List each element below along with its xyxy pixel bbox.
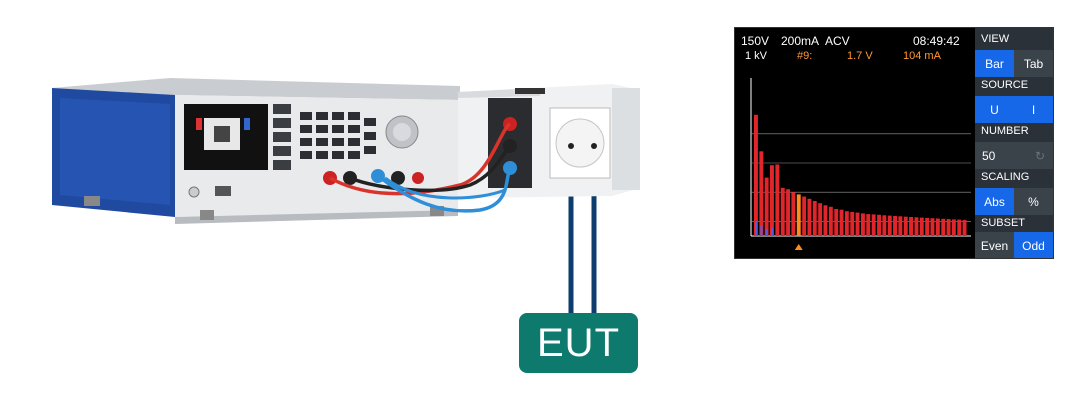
jack-black-2 xyxy=(391,171,405,185)
bar-32 xyxy=(919,217,924,236)
number-title: NUMBER xyxy=(981,125,1029,137)
harmonic-current: 104 mA xyxy=(903,50,941,62)
analyzer-display: 150V 200mA ACV 08:49:42 1 kV #9: 1.7 V 1… xyxy=(734,27,1054,259)
source-title: SOURCE xyxy=(981,79,1029,91)
rotate-icon: ↻ xyxy=(1034,148,1045,163)
bar-20 xyxy=(855,212,860,236)
bar-secondary-2 xyxy=(760,225,763,236)
bar-18 xyxy=(844,211,849,236)
bar-23 xyxy=(871,214,876,236)
cable-blue xyxy=(376,167,512,213)
bar-36 xyxy=(941,218,946,236)
eut-label: EUT xyxy=(537,320,620,365)
bar-16 xyxy=(834,209,839,236)
bar-7 xyxy=(786,189,790,236)
view-bar-button[interactable]: Bar xyxy=(975,50,1014,77)
view-select-title: VIEW SELECT xyxy=(981,33,1024,64)
scaling-title: SCALING xyxy=(981,171,1030,183)
scaling-group: Abs % xyxy=(975,188,1053,215)
harmonic-number: #9: xyxy=(797,50,813,62)
bar-17 xyxy=(839,209,844,236)
subset-odd-button[interactable]: Odd xyxy=(1014,232,1053,258)
bar-5 xyxy=(775,164,780,236)
scaling-percent-button[interactable]: % xyxy=(1014,188,1053,215)
usb-port xyxy=(215,186,231,196)
bar-10 xyxy=(802,196,807,236)
bar-secondary-4 xyxy=(771,227,774,236)
bar-14 xyxy=(823,205,828,236)
bar-26 xyxy=(887,215,892,236)
cable-blue-2 xyxy=(384,176,506,200)
bar-27 xyxy=(893,215,897,236)
harmonics-chart: 150V 200mA ACV 08:49:42 1 kV #9: 1.7 V 1… xyxy=(735,28,975,258)
bar-37 xyxy=(946,219,951,236)
harmonic-voltage: 1.7 V xyxy=(847,50,873,62)
bar-11 xyxy=(807,198,812,236)
bar-38 xyxy=(951,219,956,236)
subset-title: SUBSET xyxy=(981,217,1026,229)
bar-13 xyxy=(818,203,823,236)
side-panel: VIEW SELECT Bar Tab SOURCE U I NUMBER 50… xyxy=(975,28,1053,258)
source-group: U I xyxy=(975,96,1053,123)
bar-25 xyxy=(882,215,887,236)
bar-39 xyxy=(957,219,962,236)
bar-21 xyxy=(861,213,865,236)
view-tab-button[interactable]: Tab xyxy=(1014,50,1053,77)
bar-19 xyxy=(850,211,855,236)
bar-31 xyxy=(914,217,919,236)
bar-30 xyxy=(909,217,913,236)
bar-12 xyxy=(812,201,817,236)
y-scale-label: 1 kV xyxy=(745,50,768,62)
source-i-button[interactable]: I xyxy=(1014,96,1053,123)
test-adapter xyxy=(458,84,640,198)
bar-2 xyxy=(759,151,764,236)
number-value: 50 xyxy=(982,148,996,163)
bar-4 xyxy=(770,165,774,236)
bar-secondary-1 xyxy=(755,221,758,236)
bar-8 xyxy=(791,192,796,236)
bar-35 xyxy=(935,218,940,236)
bar-3 xyxy=(764,177,769,236)
clock-time: 08:49:42 xyxy=(913,34,960,48)
bar-9 xyxy=(796,194,801,236)
cable-red xyxy=(329,122,512,196)
range-current: 200mA xyxy=(781,34,820,48)
subset-even-button[interactable]: Even xyxy=(975,232,1014,258)
subset-group: Even Odd xyxy=(975,232,1053,258)
bar-1 xyxy=(754,114,758,236)
harmonics-bars xyxy=(750,78,971,250)
bar-34 xyxy=(930,218,935,236)
bar-22 xyxy=(866,214,871,236)
bar-15 xyxy=(828,206,833,236)
bar-secondary-3 xyxy=(765,229,768,236)
bar-24 xyxy=(877,214,881,236)
bar-33 xyxy=(925,217,930,236)
power-analyzer xyxy=(52,78,460,224)
harmonic-cursor xyxy=(794,244,803,250)
number-field[interactable]: 50 ↻ xyxy=(975,142,1053,169)
bar-40 xyxy=(962,219,967,236)
measurement-mode: ACV xyxy=(825,34,850,48)
bar-28 xyxy=(898,216,903,236)
cable-black xyxy=(349,144,512,193)
source-u-button[interactable]: U xyxy=(975,96,1014,123)
view-select-group: Bar Tab xyxy=(975,50,1053,77)
bar-29 xyxy=(903,216,908,236)
eut-box: EUT xyxy=(519,313,638,373)
range-voltage: 150V xyxy=(741,34,770,48)
scaling-abs-button[interactable]: Abs xyxy=(975,188,1014,215)
bar-6 xyxy=(780,187,785,236)
